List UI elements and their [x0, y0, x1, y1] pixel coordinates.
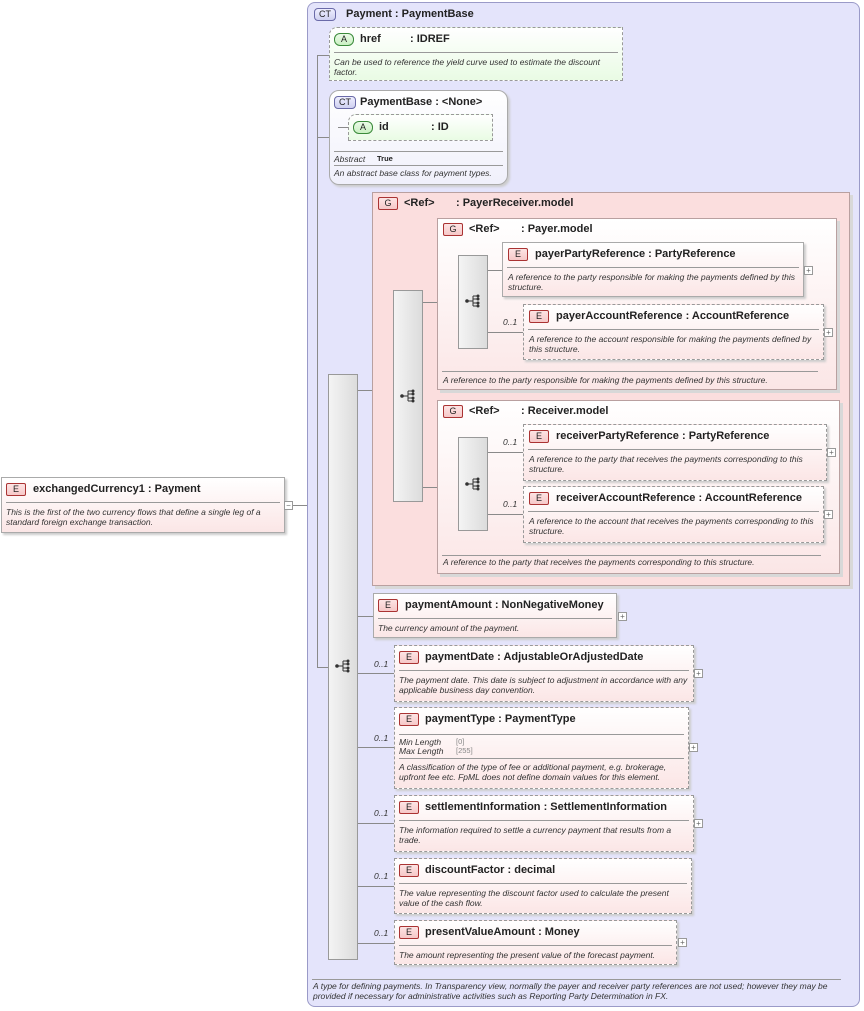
min-length-label: Min Length — [399, 737, 442, 747]
href-desc: Can be used to reference the yield curve… — [334, 57, 601, 77]
receiver-model-ref: <Ref> — [469, 405, 500, 417]
max-length-value: [255] — [456, 746, 473, 755]
occurrence-label: 0..1 — [503, 437, 518, 447]
payer-model-title: : Payer.model — [521, 223, 593, 235]
expand-toggle[interactable]: + — [694, 819, 703, 828]
href-name: href — [360, 33, 381, 45]
element-badge: E — [508, 248, 528, 261]
element-badge: E — [6, 483, 26, 496]
expand-toggle[interactable]: + — [618, 612, 627, 621]
attribute-badge: A — [353, 121, 373, 134]
payment-amount[interactable] — [373, 593, 617, 638]
element-badge: E — [529, 430, 549, 443]
payment-type-element-title: paymentType : PaymentType — [425, 713, 576, 725]
expand-toggle[interactable]: + — [689, 743, 698, 752]
expand-toggle[interactable]: + — [804, 266, 813, 275]
group-badge: G — [443, 405, 463, 418]
discount-factor-desc: The value representing the discount fact… — [399, 888, 669, 908]
element-badge: E — [529, 492, 549, 505]
payment-type-element-desc: A classification of the type of fee or a… — [399, 762, 667, 782]
settlement-information-title: settlementInformation : SettlementInform… — [425, 801, 668, 813]
collapse-toggle[interactable]: − — [284, 501, 293, 510]
receiver-account-reference-desc: A reference to the account that receives… — [529, 516, 814, 536]
receiver-model-title: : Receiver.model — [521, 405, 609, 417]
element-badge: E — [399, 801, 419, 814]
root-element-desc: This is the first of the two currency fl… — [6, 507, 261, 527]
payment-amount-title: paymentAmount : NonNegativeMoney — [405, 599, 604, 611]
receiver-account-reference[interactable] — [523, 486, 824, 543]
occurrence-label: 0..1 — [374, 808, 389, 818]
element-badge: E — [399, 713, 419, 726]
element-badge: E — [399, 651, 419, 664]
occurrence-label: 0..1 — [374, 659, 389, 669]
min-length-value: [0] — [456, 737, 465, 746]
root-element-box[interactable] — [1, 477, 285, 533]
payment-type-title: Payment : PaymentBase — [346, 8, 474, 20]
payer-model-ref: <Ref> — [469, 223, 500, 235]
payer-receiver-title: : PayerReceiver.model — [456, 197, 574, 209]
present-value-amount[interactable] — [394, 920, 677, 965]
expand-toggle[interactable]: + — [827, 448, 836, 457]
discount-factor-title: discountFactor : decimal — [425, 864, 556, 876]
payer-party-reference[interactable] — [502, 242, 804, 297]
settlement-information-desc: The information required to settle a cur… — [399, 825, 672, 845]
occurrence-label: 0..1 — [374, 871, 389, 881]
sequence-icon — [400, 389, 415, 403]
id-name: id — [379, 121, 389, 133]
href-attribute-box[interactable] — [329, 27, 623, 81]
expand-toggle[interactable]: + — [824, 510, 833, 519]
payer-model-desc: A reference to the party responsible for… — [443, 375, 768, 385]
expand-toggle[interactable]: + — [678, 938, 687, 947]
receiver-party-reference[interactable] — [523, 424, 827, 481]
element-badge: E — [378, 599, 398, 612]
payer-receiver-ref: <Ref> — [404, 197, 435, 209]
max-length-label: Max Length — [399, 746, 444, 756]
occurrence-label: 0..1 — [503, 499, 518, 509]
payment-base-title: PaymentBase : <None> — [360, 96, 483, 108]
abstract-value: True — [377, 154, 393, 163]
receiver-account-reference-title: receiverAccountReference : AccountRefere… — [556, 492, 802, 504]
element-badge: E — [399, 864, 419, 877]
group-badge: G — [443, 223, 463, 236]
expand-toggle[interactable]: + — [694, 669, 703, 678]
sequence-icon — [465, 477, 480, 491]
element-badge: E — [399, 926, 419, 939]
payer-sequence-bar — [458, 255, 488, 349]
group-badge: G — [378, 197, 398, 210]
occurrence-label: 0..1 — [374, 928, 389, 938]
expand-toggle[interactable]: + — [824, 328, 833, 337]
present-value-amount-title: presentValueAmount : Money — [425, 926, 580, 938]
complex-type-badge: CT — [334, 96, 356, 109]
href-type: : IDREF — [410, 33, 450, 45]
element-badge: E — [529, 310, 549, 323]
settlement-information[interactable] — [394, 795, 694, 852]
receiver-party-reference-title: receiverPartyReference : PartyReference — [556, 430, 770, 442]
payer-party-reference-title: payerPartyReference : PartyReference — [535, 248, 736, 260]
payment-type-desc: A type for defining payments. In Transpa… — [313, 981, 828, 1001]
sequence-icon — [465, 294, 480, 308]
id-type: : ID — [431, 121, 449, 133]
abstract-label: Abstract — [334, 154, 366, 164]
receiver-model-desc: A reference to the party that receives t… — [443, 557, 755, 567]
payment-date[interactable] — [394, 645, 694, 702]
discount-factor[interactable] — [394, 858, 692, 914]
payment-type[interactable] — [394, 707, 689, 789]
root-element-title: exchangedCurrency1 : Payment — [33, 483, 201, 495]
complex-type-badge: CT — [314, 8, 336, 21]
receiver-party-reference-desc: A reference to the party that receives t… — [529, 454, 803, 474]
payer-account-reference-title: payerAccountReference : AccountReference — [556, 310, 790, 322]
occurrence-label: 0..1 — [503, 317, 518, 327]
sequence-icon — [335, 659, 350, 673]
payer-account-reference[interactable] — [523, 304, 824, 360]
payment-amount-desc: The currency amount of the payment. — [378, 623, 520, 633]
occurrence-label: 0..1 — [374, 733, 389, 743]
payment-base-desc: An abstract base class for payment types… — [334, 168, 492, 178]
payment-date-title: paymentDate : AdjustableOrAdjustedDate — [425, 651, 644, 663]
payment-date-desc: The payment date. This date is subject t… — [399, 675, 688, 695]
attribute-badge: A — [334, 33, 354, 46]
payer-account-reference-desc: A reference to the account responsible f… — [529, 334, 812, 354]
present-value-amount-desc: The amount representing the present valu… — [399, 950, 656, 960]
payer-party-reference-desc: A reference to the party responsible for… — [508, 272, 795, 292]
